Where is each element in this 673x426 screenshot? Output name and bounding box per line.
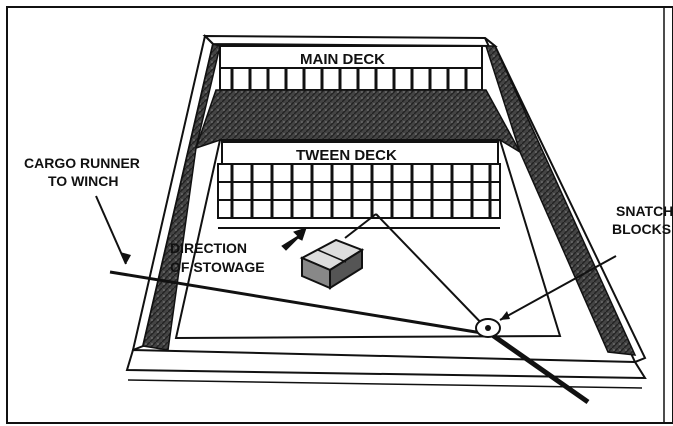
snatch-blocks-label-line1: SNATCH — [616, 203, 673, 219]
snatch-blocks-label-line2: BLOCKS — [612, 221, 671, 237]
tween-deck-label: TWEEN DECK — [296, 147, 397, 164]
cargo-runner-label-line2: TO WINCH — [48, 173, 119, 189]
direction-label-line1: DIRECTION — [170, 240, 247, 256]
cargo-runner-label-line1: CARGO RUNNER — [24, 155, 140, 171]
direction-label-line2: OF STOWAGE — [170, 259, 265, 275]
main-deck-label: MAIN DECK — [300, 51, 385, 68]
